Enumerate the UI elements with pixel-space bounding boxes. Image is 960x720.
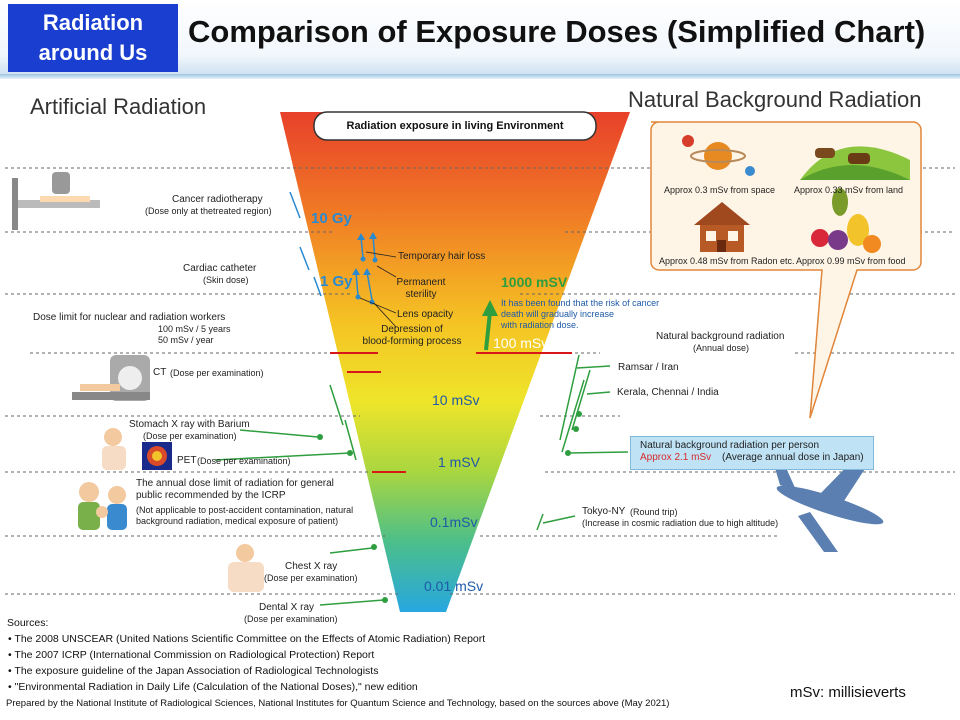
natural-range-2	[571, 369, 591, 431]
source-item: • The 2008 UNSCEAR (United Nations Scien…	[8, 633, 486, 645]
ct-sub: (Dose per examination)	[170, 368, 264, 378]
family-icon	[78, 482, 127, 530]
pet-label: PET	[177, 455, 197, 466]
dose-limit-sub2: 50 mSv / year	[158, 335, 214, 345]
effect-hair-loss: Temporary hair loss	[398, 251, 486, 262]
unit-note: mSv: millisieverts	[790, 684, 906, 701]
level-0-01msv: 0.01 mSv	[424, 578, 484, 594]
chest-xray-label: Chest X ray	[285, 561, 338, 572]
funnel-heading: Radiation exposure in living Environment	[346, 120, 564, 132]
stomach-range	[344, 419, 357, 461]
catheter-range-1	[299, 246, 310, 271]
land-icon	[800, 146, 910, 180]
topic-badge: Radiation around Us	[8, 4, 178, 72]
level-100msv: 100 mSv	[493, 335, 549, 351]
level-0-1msv: 0.1mSv	[430, 514, 478, 530]
food-icon	[811, 188, 881, 253]
pet-sub: (Dose per examination)	[197, 456, 291, 466]
ct-label: CT	[153, 367, 167, 378]
background-sub: (Annual dose)	[693, 343, 750, 353]
source-item: • "Environmental Radiation in Daily Life…	[8, 681, 418, 693]
dose-limit-label: Dose limit for nuclear and radiation wor…	[33, 312, 226, 323]
risk-arrow	[484, 311, 492, 351]
patient-icon	[102, 428, 126, 470]
level-10gy: 10 Gy	[311, 210, 352, 227]
tokyo-sub: (Round trip)	[630, 507, 678, 517]
arrow-lens	[355, 271, 359, 297]
radiotherapy-sub: (Dose only at thetreated region)	[145, 206, 272, 216]
radon-label: Approx 0.48 mSv from Radon etc.	[659, 256, 795, 266]
icrp-line2: public recommended by the ICRP	[136, 490, 286, 501]
sources-heading: Sources:	[7, 617, 49, 629]
dose-funnel	[280, 112, 630, 612]
tokyo-label: Tokyo-NY	[582, 506, 626, 517]
arrow-hair-loss	[360, 236, 364, 259]
catheter-sub: (Skin dose)	[203, 275, 249, 285]
radiotherapy-label: Cancer radiotherapy	[172, 194, 263, 205]
header-underline	[0, 74, 960, 79]
ct-range	[329, 384, 344, 426]
funnel-heading-pill	[313, 111, 597, 141]
dose-limit-sub1: 100 mSv / 5 years	[158, 324, 231, 334]
level-10msv: 10 mSv	[432, 392, 480, 408]
background-label: Natural background radiation	[656, 331, 785, 342]
icrp-line4: background radiation, medical exposure o…	[136, 516, 339, 526]
cancer-risk-note: It has been found that the risk of cance…	[501, 298, 660, 330]
arrow-sterility	[372, 235, 376, 260]
page-title: Comparison of Exposure Doses (Simplified…	[188, 14, 926, 49]
icrp-line1: The annual dose limit of radiation for g…	[136, 478, 334, 489]
ramsar-label: Ramsar / Iran	[618, 362, 679, 373]
artificial-section-title: Artificial Radiation	[30, 94, 207, 119]
catheter-range-2	[313, 276, 322, 297]
natural-range-1	[559, 354, 580, 441]
space-icon	[682, 135, 755, 176]
stomach-label: Stomach X ray with Barium	[129, 419, 250, 430]
radon-house-icon	[694, 202, 750, 252]
per-person-note: (Average annual dose in Japan)	[722, 452, 864, 463]
natural-section-title: Natural Background Radiation	[628, 87, 922, 112]
source-item: • The 2007 ICRP (International Commissio…	[8, 649, 375, 661]
per-person-box	[630, 436, 874, 470]
tokyo-note: (Increase in cosmic radiation due to hig…	[582, 518, 779, 528]
kerala-label: Kerala, Chennai / India	[617, 387, 719, 398]
ct-scanner-icon	[72, 355, 150, 401]
level-1000msv: 1000 mSV	[501, 274, 568, 290]
level-1msv: 1 mSV	[438, 454, 481, 470]
per-person-value: Approx 2.1 mSv	[640, 452, 712, 463]
dental-xray-label: Dental X ray	[259, 602, 315, 613]
prepared-by: Prepared by the National Institute of Ra…	[6, 698, 670, 709]
pet-scan-icon	[142, 442, 172, 470]
radiotherapy-range	[289, 191, 301, 219]
chest-xray-person-icon	[228, 544, 264, 592]
dental-xray-sub: (Dose per examination)	[244, 614, 338, 624]
space-label: Approx 0.3 mSv from space	[664, 185, 776, 195]
effect-blood: Depression of blood-forming process	[362, 324, 462, 347]
natural-sources-callout	[650, 121, 922, 419]
flight-range	[536, 513, 544, 531]
effect-sterility: Permanent sterility	[396, 277, 446, 300]
natural-range-3	[561, 379, 585, 453]
stomach-sub: (Dose per examination)	[143, 431, 237, 441]
catheter-label: Cardiac catheter	[183, 263, 257, 274]
land-label: Approx 0.33 mSv from land	[794, 185, 904, 195]
radiotherapy-machine-icon	[12, 172, 100, 230]
effect-lens-opacity: Lens opacity	[397, 309, 454, 320]
food-label: Approx 0.99 mSv from food	[796, 256, 906, 266]
source-item: • The exposure guideline of the Japan As…	[8, 665, 379, 677]
chest-xray-sub: (Dose per examination)	[264, 573, 358, 583]
icrp-line3: (Not applicable to post-accident contami…	[136, 505, 354, 515]
per-person-label: Natural background radiation per person	[640, 440, 819, 451]
level-1gy: 1 Gy	[320, 273, 353, 290]
arrow-blood	[366, 271, 373, 301]
